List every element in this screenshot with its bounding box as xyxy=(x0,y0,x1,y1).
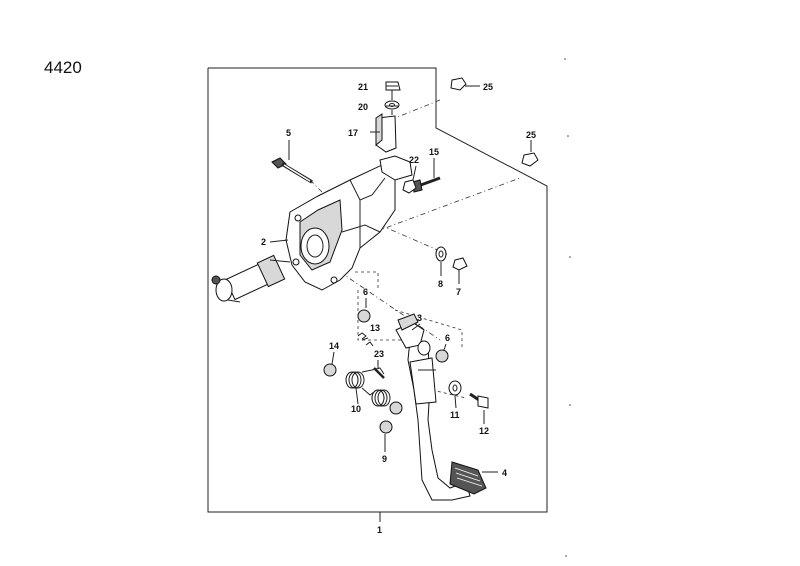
bolt-12 xyxy=(469,392,489,409)
clip-13b xyxy=(365,341,374,347)
bracket-17 xyxy=(375,81,401,153)
margin-dot xyxy=(567,135,569,137)
stopper-9 xyxy=(379,420,393,434)
pin-23 xyxy=(373,367,385,379)
bushing-14 xyxy=(323,363,337,377)
callout-20: 20 xyxy=(358,102,368,112)
bolt-5 xyxy=(271,157,313,184)
nut-7 xyxy=(452,257,468,271)
callout-12: 12 xyxy=(479,426,489,436)
guide-line xyxy=(394,99,441,119)
margin-dot xyxy=(569,256,571,258)
nut-25-top xyxy=(450,77,467,91)
guide-line xyxy=(357,290,402,341)
callout-22: 22 xyxy=(409,155,419,165)
clutch-pedal xyxy=(395,313,487,501)
clip-13 xyxy=(357,332,367,340)
callout-15: 15 xyxy=(429,147,439,157)
callout-9: 9 xyxy=(382,454,387,464)
callout-2: 2 xyxy=(261,237,266,247)
leader-lines xyxy=(269,85,532,473)
margin-dot xyxy=(565,555,567,557)
callout-5: 5 xyxy=(286,128,291,138)
callout-3: 3 xyxy=(417,313,422,323)
bolt-15 xyxy=(411,176,441,193)
callout-4: 4 xyxy=(502,468,507,478)
guide-line xyxy=(355,271,379,290)
pedal-bracket xyxy=(285,155,413,291)
pedal-pad xyxy=(449,461,487,495)
callout-14: 14 xyxy=(329,341,339,351)
callout-21: 21 xyxy=(358,82,368,92)
callout-25-top: 25 xyxy=(483,82,493,92)
callout-7: 7 xyxy=(456,287,461,297)
callout-23: 23 xyxy=(374,349,384,359)
bushing-6-lower xyxy=(435,349,449,363)
callout-1: 1 xyxy=(377,525,382,535)
bushing-6-upper xyxy=(357,309,371,323)
washer-8 xyxy=(435,246,447,262)
callout-25-right: 25 xyxy=(526,130,536,140)
master-cylinder xyxy=(211,254,291,303)
callout-6-lower: 6 xyxy=(445,333,450,343)
callout-8: 8 xyxy=(438,279,443,289)
callout-10: 10 xyxy=(351,404,361,414)
callout-17: 17 xyxy=(348,128,358,138)
assist-spring-10 xyxy=(345,367,403,415)
margin-dot xyxy=(569,404,571,406)
callout-6-upper: 6 xyxy=(363,287,368,297)
nut-22 xyxy=(402,179,417,194)
diagram-number: 4420 xyxy=(44,58,82,77)
assembly-outline xyxy=(207,67,548,513)
guide-line xyxy=(339,271,441,341)
callout-13: 13 xyxy=(370,323,380,333)
guide-line xyxy=(352,177,521,241)
nut-25-right xyxy=(521,152,539,167)
washer-11 xyxy=(448,380,462,396)
margin-dot xyxy=(564,58,566,60)
callout-11: 11 xyxy=(450,410,460,420)
